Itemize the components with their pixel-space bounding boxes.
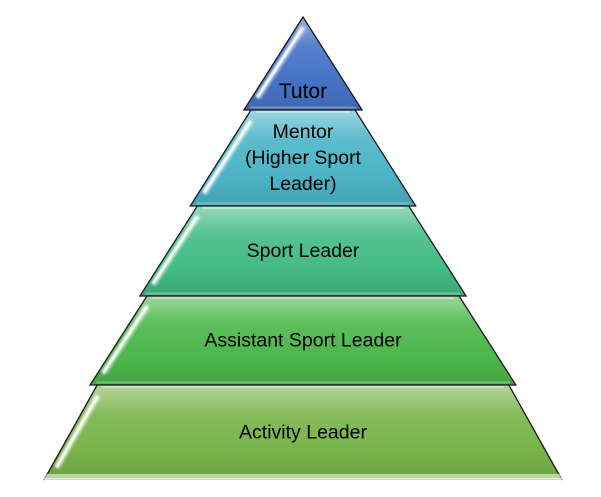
gloss-highlight xyxy=(203,120,252,194)
pyramid-level-assistant-sport-leader: Assistant Sport Leader xyxy=(88,295,518,386)
gloss-highlight xyxy=(102,306,148,374)
pyramid-level-label: (Higher Sport xyxy=(245,147,362,169)
pyramid-level-label: Sport Leader xyxy=(247,240,360,262)
pyramid-level-outline xyxy=(88,295,518,386)
pyramid-level-outline xyxy=(43,384,563,481)
pyramid-level-shape xyxy=(44,385,562,480)
pyramid-level-label: Tutor xyxy=(279,80,327,103)
pyramid-level-label: Leader) xyxy=(269,173,336,195)
gloss-highlight xyxy=(55,395,99,468)
gloss-highlight xyxy=(256,27,304,98)
pyramid-level-label: Activity Leader xyxy=(239,422,367,444)
pyramid-level-label: Assistant Sport Leader xyxy=(204,330,402,352)
pyramid-level-shape xyxy=(243,17,363,110)
pyramid-level-shape xyxy=(90,296,516,385)
pyramid-level-outline xyxy=(138,205,468,297)
pyramid-level-outline xyxy=(189,109,417,207)
pyramid-level-label: Mentor xyxy=(273,121,334,143)
base-sheen-band xyxy=(44,474,562,480)
pyramid-level-tutor: Tutor xyxy=(242,15,364,111)
pyramid-level-activity-leader: Activity Leader xyxy=(43,384,563,481)
pyramid-level-shape xyxy=(139,206,467,296)
pyramid-level-sport-leader: Sport Leader xyxy=(138,205,468,297)
gloss-highlight xyxy=(152,216,198,284)
